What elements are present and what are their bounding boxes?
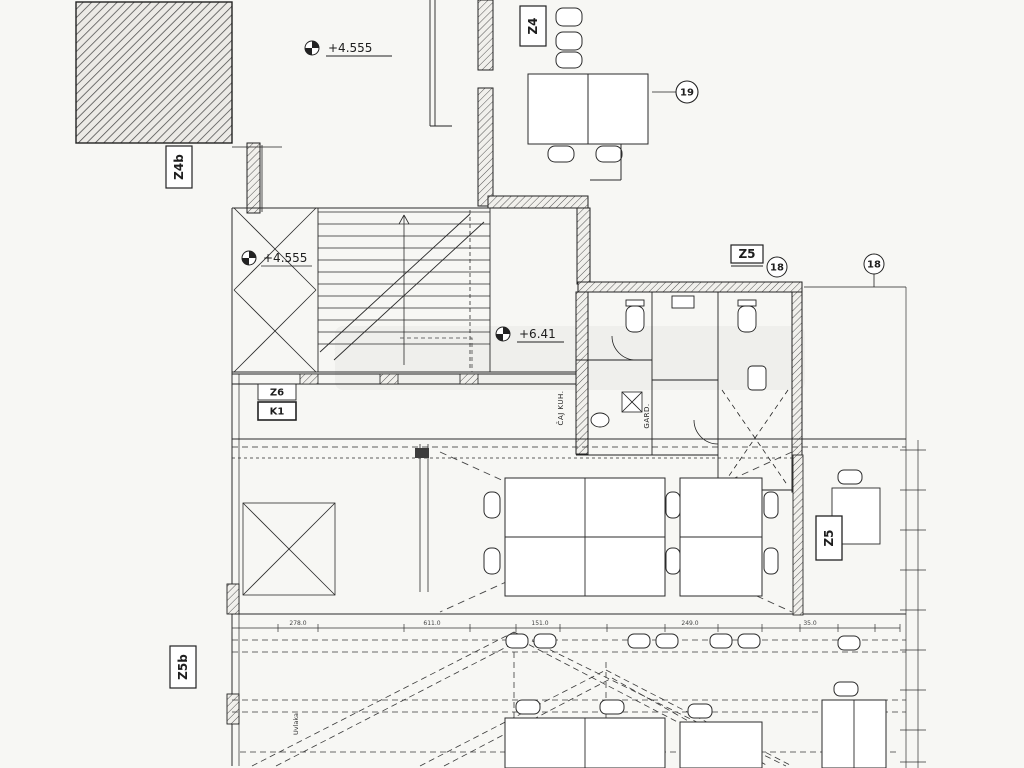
chair: [595, 145, 623, 163]
dim-text: 151.0: [531, 620, 548, 627]
sink-fixture: [671, 295, 695, 309]
z4-label: Z4: [526, 17, 540, 34]
chair: [655, 633, 679, 649]
wc-fixture: [625, 299, 645, 333]
chair: [763, 547, 779, 575]
chair: [515, 699, 541, 715]
elevation-marker-inner: +6.41: [400, 326, 564, 372]
chair: [833, 681, 859, 697]
z5b-label: Z5b: [176, 654, 190, 680]
chair: [709, 633, 733, 649]
chair: [547, 145, 575, 163]
label-k1: K1: [257, 401, 297, 421]
walls-top-center: [429, 0, 591, 285]
section-label-z5-right: Z5: [815, 515, 843, 561]
stair-walk-line: [398, 214, 410, 365]
cabinet-fixture: [747, 365, 767, 391]
hatched-roof-block: [75, 1, 233, 144]
callout-18-wall: 18: [766, 256, 788, 278]
dimension-chain-right: [900, 287, 926, 768]
shower-fixture: [621, 391, 643, 413]
chair: [837, 469, 863, 485]
chair: [555, 31, 583, 51]
chair: [483, 491, 501, 519]
office-bottom: [504, 633, 887, 768]
chair: [505, 633, 529, 649]
basin-fixture: [590, 412, 610, 428]
chair: [555, 51, 583, 69]
crossed-platform: [242, 502, 336, 596]
chair: [483, 547, 501, 575]
dim-text: 249.0: [681, 620, 698, 627]
stairwell: [231, 207, 576, 766]
chair: [665, 491, 681, 519]
z4b-label: Z4b: [172, 154, 186, 180]
chair: [599, 699, 625, 715]
callout-18-wall-text: 18: [770, 263, 784, 274]
stair-shaft-cross: [233, 207, 317, 373]
chair: [627, 633, 651, 649]
room-label-wardrobe: GARD.: [643, 403, 651, 428]
desk-block: [679, 721, 763, 768]
dimension-chain-bottom: [231, 624, 901, 632]
chair: [665, 547, 681, 575]
dim-text: 278.0: [289, 620, 306, 627]
z5-top-label: Z5: [738, 247, 755, 261]
note-recess: Uvlaka: [292, 713, 300, 735]
room-label-tea-kitchen: ČAJ KUH.: [556, 391, 565, 426]
office-middle: [242, 444, 881, 616]
void-cross: [721, 389, 789, 487]
desk-group-top: [527, 7, 649, 181]
z6-label: Z6: [270, 388, 284, 399]
chair: [687, 703, 713, 719]
chair: [555, 7, 583, 27]
k1-label: K1: [270, 407, 285, 418]
section-label-z5-top: Z5: [730, 244, 764, 267]
elevation-stair-text: +4.555: [263, 251, 307, 265]
dim-text: 611.0: [423, 620, 440, 627]
dim-text: 35.0: [803, 620, 817, 627]
elevation-marker-upper: +4.555: [304, 40, 392, 57]
callout-18-grid: 18: [804, 253, 906, 288]
watermark: [335, 326, 805, 390]
elevation-inner-text: +6.41: [519, 327, 556, 341]
elevation-marker-stair: +4.555: [241, 250, 312, 267]
wc-fixture: [737, 299, 757, 333]
callout-18-grid-text: 18: [867, 260, 881, 271]
chair: [837, 635, 861, 651]
chair: [737, 633, 761, 649]
section-label-z5b: Z5b: [169, 645, 197, 689]
z5-right-label: Z5: [822, 529, 836, 546]
chair: [763, 491, 779, 519]
section-label-z4b: Z4b: [165, 145, 193, 189]
chair: [533, 633, 557, 649]
left-wall-segments: [226, 583, 240, 725]
elevation-upper-text: +4.555: [328, 41, 372, 55]
column: [415, 448, 429, 458]
callout-19: 19: [652, 80, 699, 104]
wall-right: [792, 454, 804, 616]
wall-top-left: [232, 142, 282, 214]
label-z6: Z6: [257, 383, 297, 401]
callout-19-text: 19: [680, 88, 694, 99]
section-label-z4: Z4: [519, 5, 547, 47]
